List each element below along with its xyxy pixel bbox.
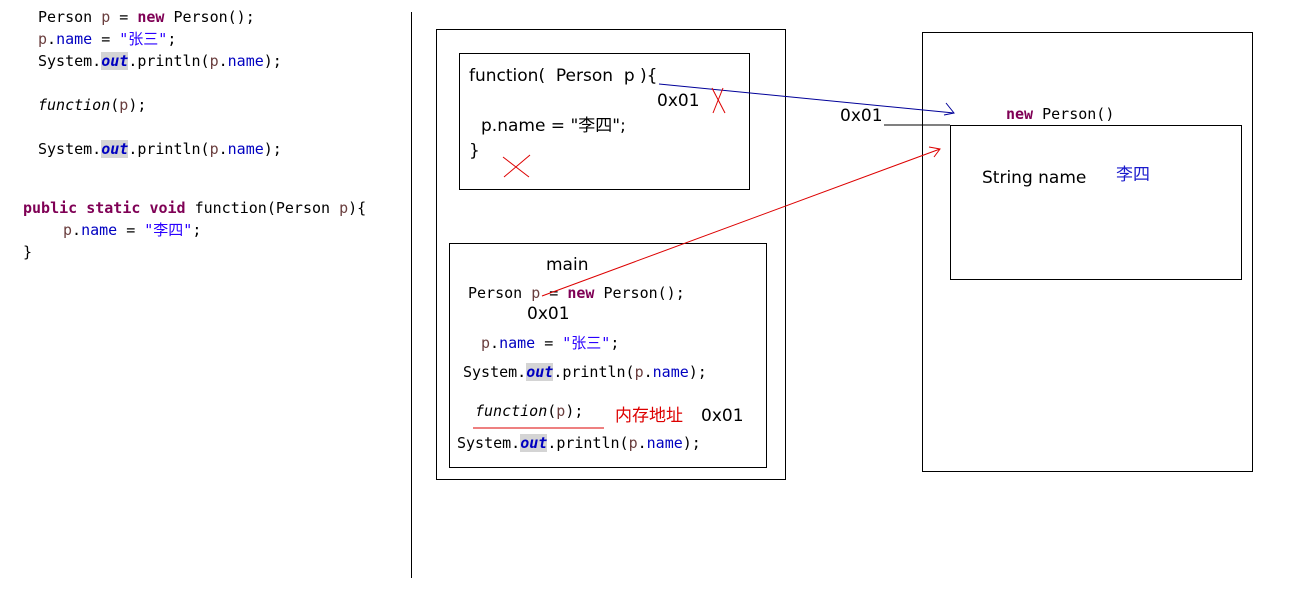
main-frame-print-2: System.out.println(p.name); <box>457 434 701 452</box>
cross-mark-frame-2 <box>503 154 531 178</box>
function-frame-address: 0x01 <box>657 91 700 111</box>
code-line-declare: Person p = new Person(); <box>38 8 255 26</box>
reference-arrow-main <box>541 148 941 297</box>
code-line-call: function(p); <box>38 96 147 114</box>
main-frame-call-address: 0x01 <box>701 406 744 426</box>
reference-arrow-main-head <box>928 146 941 158</box>
main-frame-address: 0x01 <box>527 304 570 324</box>
heap-new-person: new Person() <box>1006 105 1115 123</box>
reference-arrow-function-head <box>943 102 955 116</box>
code-line-print-2: System.out.println(p.name); <box>38 140 282 158</box>
function-frame-body: p.name = "李四"; <box>481 116 626 136</box>
stack-area <box>436 29 786 480</box>
function-frame-signature: function( Person p ){ <box>469 66 658 86</box>
code-method-signature: public static void function(Person p){ <box>23 199 367 217</box>
function-frame-close: } <box>469 141 480 161</box>
main-frame-print-1: System.out.println(p.name); <box>463 363 707 381</box>
heap-area <box>922 32 1253 472</box>
main-frame-call: function(p); <box>475 402 584 420</box>
main-frame-title: main <box>546 255 589 275</box>
heap-field-label: String name <box>982 168 1087 188</box>
divider-line <box>411 12 412 578</box>
main-frame <box>449 243 767 468</box>
code-line-print-1: System.out.println(p.name); <box>38 52 282 70</box>
code-method-body: p.name = "李四"; <box>63 221 202 239</box>
main-frame-declare: Person p = new Person(); <box>468 284 685 302</box>
person-object <box>950 125 1242 280</box>
reference-arrow-function <box>658 83 955 114</box>
heap-address: 0x01 <box>840 106 883 126</box>
memory-address-label: 内存地址 <box>615 406 683 426</box>
code-method-close: } <box>23 243 33 261</box>
heap-field-value: 李四 <box>1116 165 1150 185</box>
code-line-assign: p.name = "张三"; <box>38 30 177 48</box>
main-frame-assign: p.name = "张三"; <box>481 334 620 352</box>
function-frame <box>459 53 750 190</box>
cross-mark-address-2 <box>712 87 724 114</box>
